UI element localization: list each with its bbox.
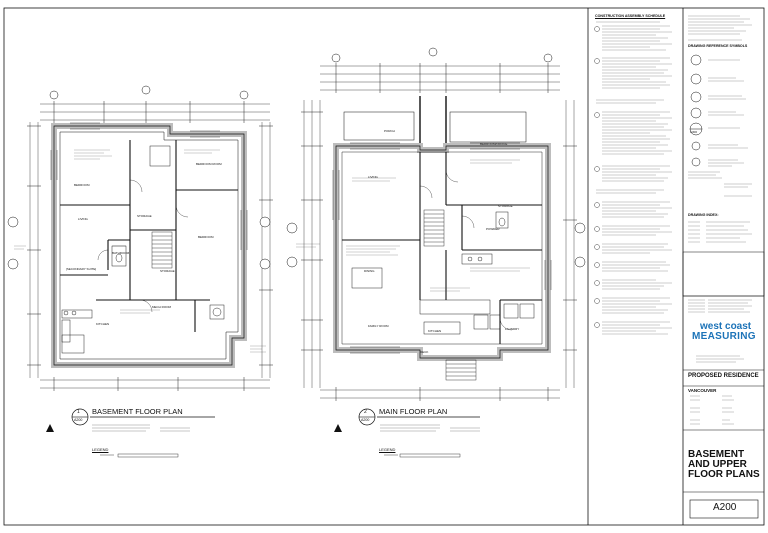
basement-plan-number: 1 (77, 409, 80, 415)
main-plan-number: 2 (364, 409, 367, 415)
basement-room-label: LIVING (78, 217, 88, 221)
drawing-reference-title: DRAWING REFERENCE SYMBOLS (688, 44, 748, 48)
main-room-label: FAMILY ROOM (368, 324, 389, 328)
main-plan-title: MAIN FLOOR PLAN (379, 407, 448, 416)
company-logo-line1: west coast (700, 321, 752, 332)
main-room-label: STORAGE (498, 204, 513, 208)
drawing-number: A200 (713, 502, 737, 513)
basement-room-label: STORAGE (137, 214, 152, 218)
basement-room-label: KITCHEN (96, 322, 110, 326)
basement-room-label: BATHROOM (112, 251, 130, 255)
construction-schedule-title: CONSTRUCTION ASSEMBLY SCHEDULE (595, 14, 666, 18)
drawing-index-title: DRAWING INDEX: (688, 213, 719, 217)
project-location: VANCOUVER (688, 388, 717, 393)
basement-room-label: BEDROOM (74, 183, 90, 187)
basement-room-label: MECH ROOM (152, 305, 171, 309)
basement-plan-title: BASEMENT FLOOR PLAN (92, 407, 183, 416)
basement-room-label: STORAGE (160, 269, 175, 273)
main-room-label: PORCH (384, 129, 395, 133)
main-floor-plan (46, 47, 586, 458)
main-room-label: LAUNDRY (505, 327, 520, 331)
basement-floor-plan (7, 85, 273, 458)
drawing-title: BASEMENT AND UPPER FLOOR PLANS (688, 449, 760, 480)
main-legend-label: LEGEND (379, 447, 396, 452)
basement-room-label: BEDROOM (198, 235, 214, 239)
main-room-label: DECK (420, 350, 429, 354)
company-logo-line2: MEASURING (692, 331, 756, 342)
construction-notes-column (596, 21, 672, 335)
main-room-label: BEDROOM/OFFICE (480, 142, 508, 146)
main-room-label: POWDER (486, 227, 500, 231)
reference-bubble-sheet: A300 (690, 130, 698, 134)
basement-room-label: [SECONDARY SUITE] (66, 267, 97, 271)
main-plan-sheet-ref: A200 (361, 418, 370, 422)
basement-legend-label: LEGEND (92, 447, 109, 452)
main-room-label: DINING (364, 269, 375, 273)
main-room-label: LIVING (368, 175, 378, 179)
drawing-reference-column (682, 15, 765, 425)
main-room-label: KITCHEN (428, 329, 442, 333)
basement-plan-sheet-ref: A200 (74, 418, 83, 422)
project-name: PROPOSED RESIDENCE (688, 373, 759, 379)
basement-room-label: BEDROOM ROOM (196, 162, 222, 166)
